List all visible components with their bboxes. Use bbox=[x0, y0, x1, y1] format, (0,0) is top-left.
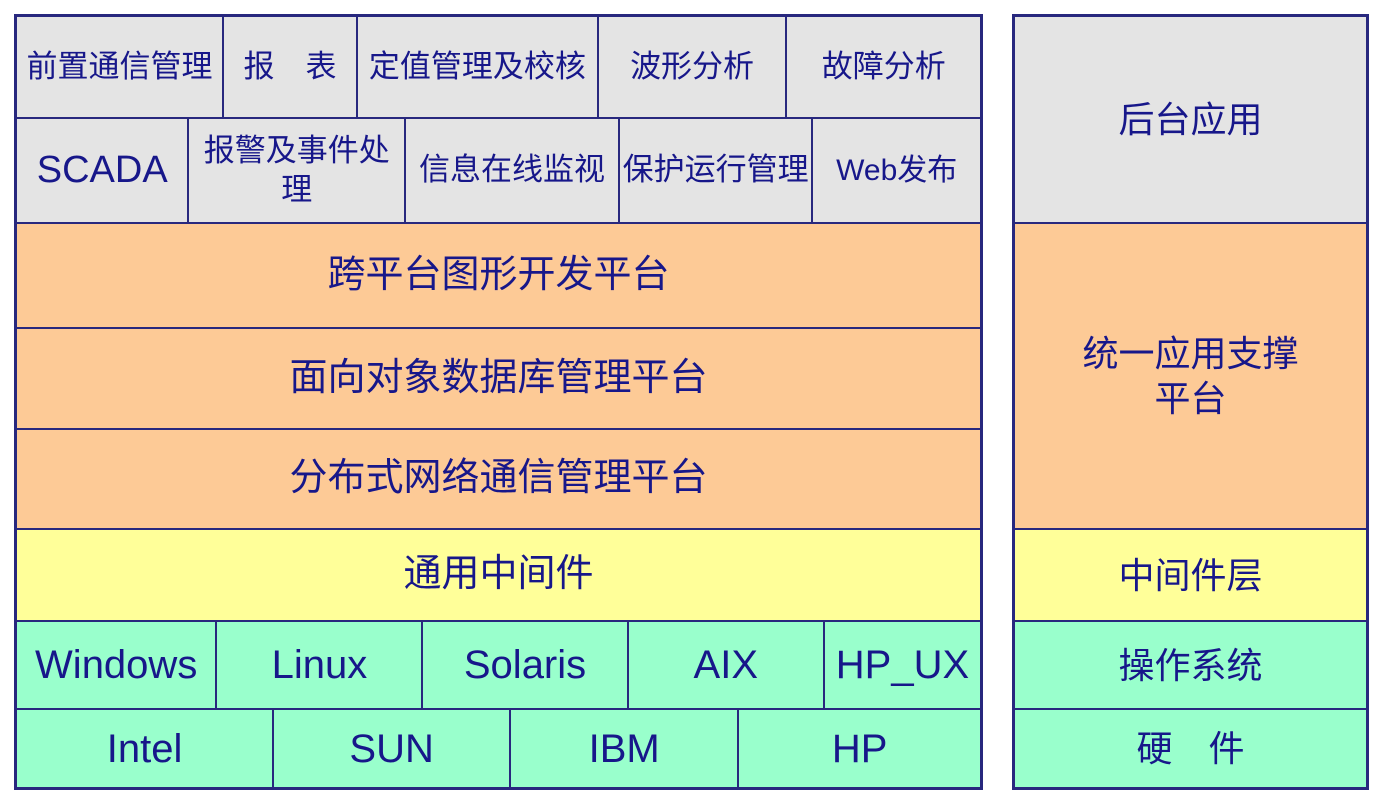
middleware-row: 通用中间件 bbox=[17, 528, 980, 620]
layer-label-stack: 后台应用 统一应用支撑 平台 中间件层 操作系统 硬 件 bbox=[1012, 14, 1369, 790]
label-unified-support-platform-line2: 平台 bbox=[1154, 378, 1227, 419]
app-row-top: 前置通信管理 报 表 定值管理及校核 波形分析 故障分析 bbox=[17, 17, 980, 117]
label-unified-support-platform: 统一应用支撑 平台 bbox=[1015, 224, 1366, 528]
cell-os-windows: Windows bbox=[17, 622, 216, 708]
cell-fault-analysis: 故障分析 bbox=[785, 17, 980, 117]
platform-row-database: 面向对象数据库管理平台 bbox=[17, 327, 980, 428]
cell-alarm-event-processing: 报警及事件处理 bbox=[187, 119, 405, 222]
cell-object-database-mgmt: 面向对象数据库管理平台 bbox=[17, 329, 980, 428]
label-operating-system: 操作系统 bbox=[1015, 622, 1366, 708]
cell-hw-sun: SUN bbox=[272, 710, 510, 787]
cell-report: 报 表 bbox=[222, 17, 356, 117]
label-unified-support-platform-line1: 统一应用支撑 bbox=[1082, 333, 1299, 374]
cell-waveform-analysis: 波形分析 bbox=[596, 17, 786, 117]
label-row-middleware: 中间件层 bbox=[1015, 528, 1366, 620]
cell-web-publish: Web发布 bbox=[811, 119, 980, 222]
cell-hw-intel: Intel bbox=[17, 710, 273, 787]
cell-hw-ibm: IBM bbox=[509, 710, 738, 787]
cell-front-comm-mgmt: 前置通信管理 bbox=[17, 17, 223, 117]
app-row-bottom: SCADA 报警及事件处理 信息在线监视 保护运行管理 Web发布 bbox=[17, 117, 980, 222]
hardware-row: Intel SUN IBM HP bbox=[17, 708, 980, 787]
cell-os-linux: Linux bbox=[215, 622, 422, 708]
label-row-hardware: 硬 件 bbox=[1015, 708, 1366, 787]
label-row-unified-platform: 统一应用支撑 平台 bbox=[1015, 222, 1366, 528]
cell-distributed-network-comm: 分布式网络通信管理平台 bbox=[17, 430, 980, 528]
cell-online-info-monitoring: 信息在线监视 bbox=[404, 119, 618, 222]
cell-os-aix: AIX bbox=[626, 622, 823, 708]
cell-cross-platform-graphics: 跨平台图形开发平台 bbox=[17, 224, 980, 327]
platform-row-network: 分布式网络通信管理平台 bbox=[17, 428, 980, 528]
cell-protection-operation-mgmt: 保护运行管理 bbox=[617, 119, 812, 222]
cell-hw-hp: HP bbox=[737, 710, 980, 787]
label-hardware: 硬 件 bbox=[1015, 710, 1366, 787]
cell-setting-mgmt-check: 定值管理及校核 bbox=[355, 17, 597, 117]
cell-os-hpux: HP_UX bbox=[823, 622, 980, 708]
os-row: Windows Linux Solaris AIX HP_UX bbox=[17, 620, 980, 708]
cell-general-middleware: 通用中间件 bbox=[17, 530, 980, 620]
platform-row-graphics: 跨平台图形开发平台 bbox=[17, 222, 980, 327]
cell-os-solaris: Solaris bbox=[421, 622, 627, 708]
cell-scada: SCADA bbox=[17, 119, 188, 222]
label-row-os: 操作系统 bbox=[1015, 620, 1366, 708]
label-middleware-layer: 中间件层 bbox=[1015, 530, 1366, 620]
label-backend-apps: 后台应用 bbox=[1015, 17, 1366, 222]
main-stack: 前置通信管理 报 表 定值管理及校核 波形分析 故障分析 SCADA 报警及事件… bbox=[14, 14, 983, 790]
label-row-backend: 后台应用 bbox=[1015, 17, 1366, 222]
